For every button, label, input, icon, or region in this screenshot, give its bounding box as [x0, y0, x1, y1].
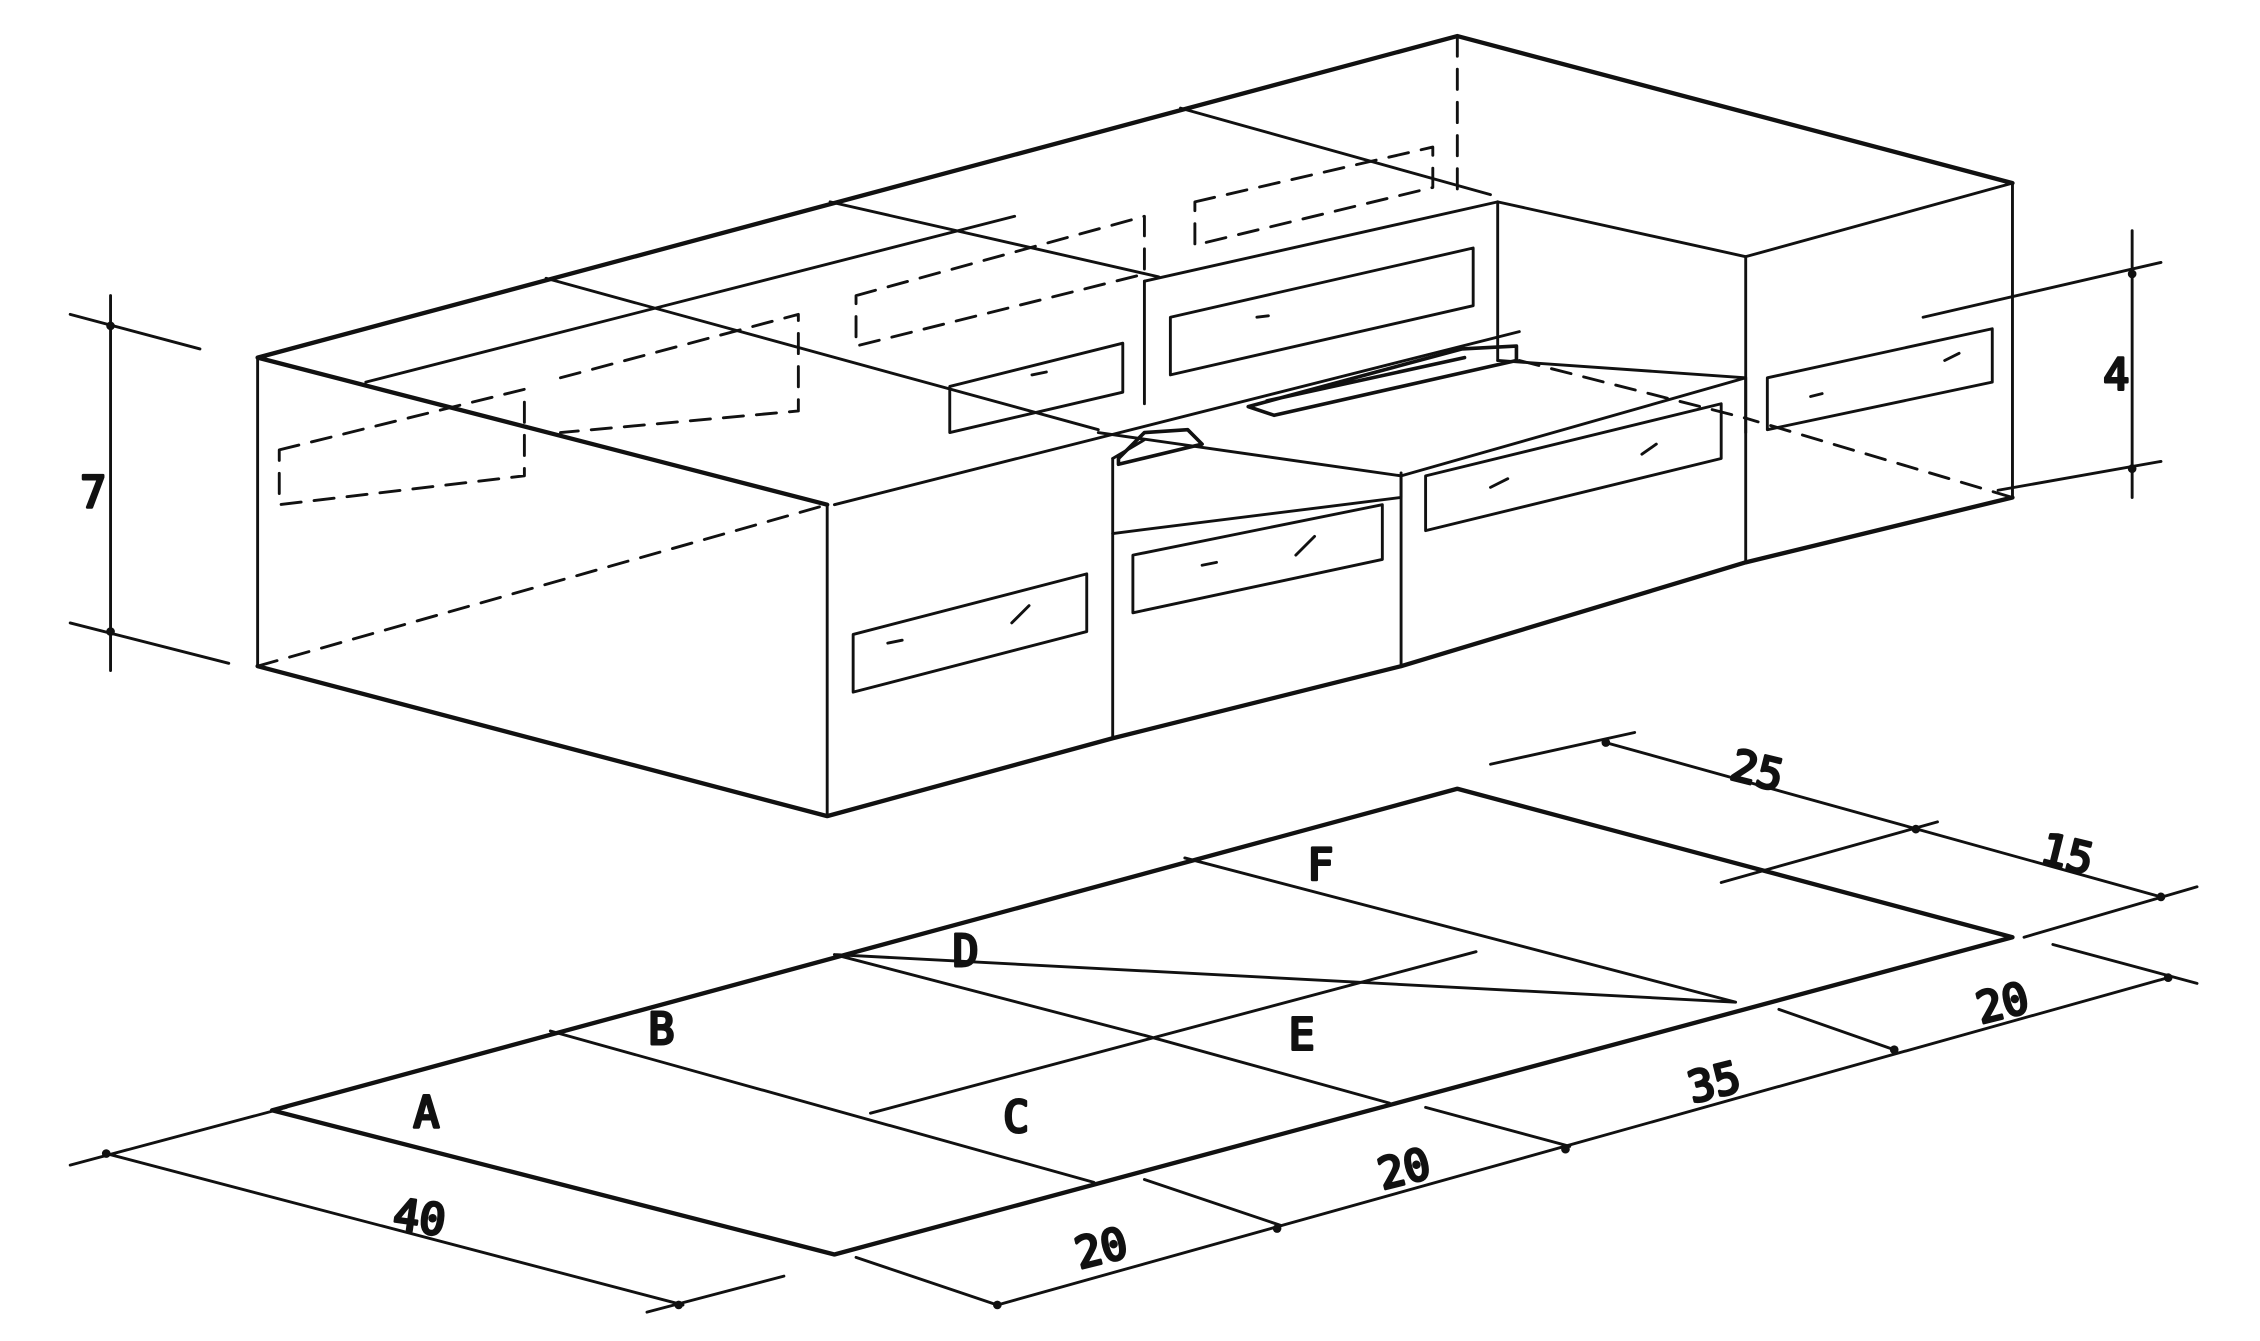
window-strips	[851, 246, 1994, 694]
plan-grid-lines	[548, 856, 1738, 1184]
plan-dim-back	[1489, 731, 2199, 939]
zone-label-d: D	[953, 927, 979, 977]
floor-plan	[68, 731, 2199, 1314]
building-massing	[68, 33, 2163, 819]
zone-label-e: E	[1289, 1011, 1315, 1061]
plan-dim-label-front-2: 20	[1373, 1139, 1436, 1200]
zone-label-c: C	[1003, 1093, 1029, 1143]
plan-dim-label-left: 40	[390, 1190, 449, 1247]
plan-dim-label-back-1: 25	[1726, 741, 1789, 802]
zone-label-f: F	[1307, 841, 1333, 891]
plan-dim-label-front-1: 20	[1070, 1218, 1133, 1279]
glass-ticks	[886, 314, 1961, 645]
box-bottom-edges	[255, 495, 2015, 819]
plan-dim-label-front-3: 35	[1683, 1053, 1746, 1114]
plan-outline	[269, 786, 2015, 1257]
height-dim-lines-left	[68, 294, 231, 672]
hidden-edges	[256, 34, 2014, 668]
box-vertical-edges	[256, 181, 2014, 818]
zone-label-a: A	[413, 1089, 439, 1139]
height-dim-label-left: 7	[80, 469, 106, 519]
skylight-left	[1116, 427, 1204, 467]
plan-dim-label-front-4: 20	[1971, 973, 2034, 1034]
skylight-right	[1246, 344, 1519, 418]
plan-dim-front	[854, 943, 2199, 1307]
height-dim-label-right: 4	[2103, 350, 2129, 400]
lower-block-tops	[1096, 181, 2014, 535]
zone-label-b: B	[648, 1005, 674, 1055]
roof-grid-lines	[364, 106, 1521, 507]
